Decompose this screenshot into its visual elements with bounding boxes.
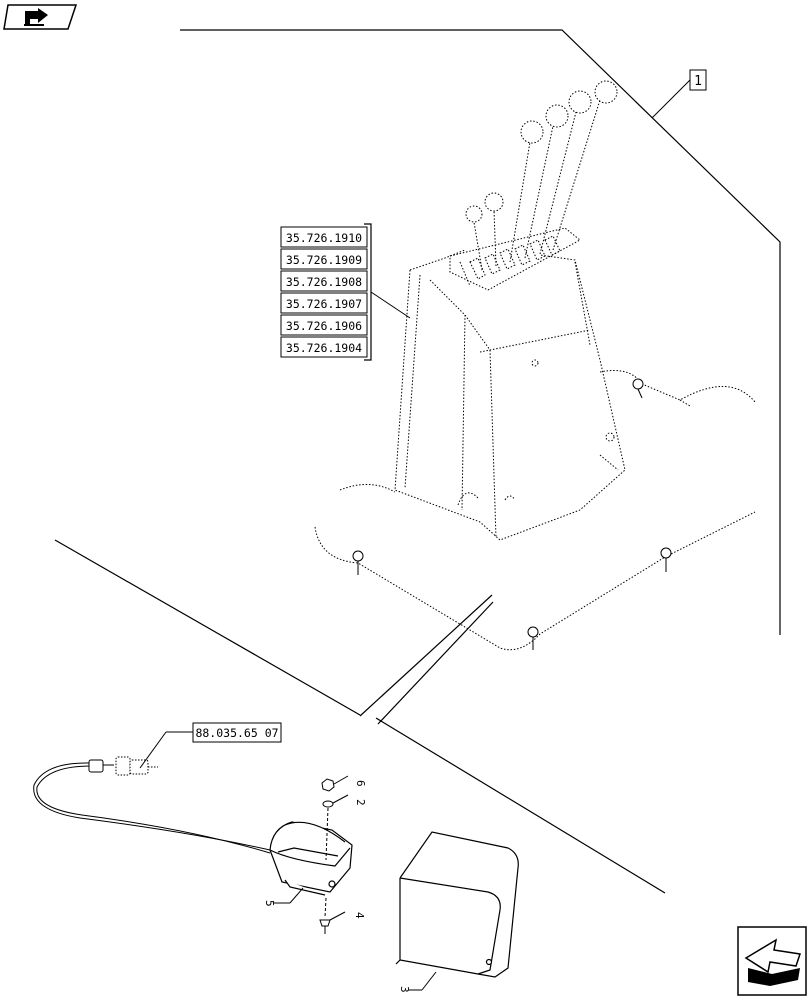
group-ref-box[interactable] xyxy=(280,292,368,314)
group-ref-stack: 35.726.1910 35.726.1909 35.726.1908 35.7… xyxy=(280,223,411,361)
callout-pedal-switch-label: 5 xyxy=(263,900,276,907)
pedal-guard xyxy=(395,831,519,978)
group-ref-box[interactable] xyxy=(280,336,368,358)
nut-and-washer xyxy=(321,778,335,861)
fastener xyxy=(352,550,364,575)
group-ref-box[interactable] xyxy=(280,270,368,292)
callout-guard: 3 xyxy=(398,971,437,993)
fastener xyxy=(527,626,539,650)
group-ref-label: 35.726.1908 xyxy=(286,275,362,289)
group-ref-label: 35.726.1904 xyxy=(286,341,362,355)
fastener xyxy=(660,547,672,572)
callout-nut-label: 6 xyxy=(354,780,367,787)
group-ref-box[interactable] xyxy=(280,248,368,270)
group-ref-label: 35.726.1907 xyxy=(286,297,362,311)
group-ref-label: 35.726.1909 xyxy=(286,253,362,267)
control-console xyxy=(394,80,626,541)
ref-box-1-label: 1 xyxy=(694,74,702,89)
cable-ref-label: 88.035.65 07 xyxy=(195,726,278,740)
group-ref-label: 35.726.1906 xyxy=(286,319,362,333)
screw xyxy=(319,897,331,934)
callout-screw-label: 4 xyxy=(353,912,366,919)
callout-pedal-switch: 5 xyxy=(263,887,304,907)
callout-nut: 6 xyxy=(333,775,367,787)
callout-screw: 4 xyxy=(329,911,366,921)
next-page-arrow-icon[interactable] xyxy=(737,926,807,996)
group-ref-box[interactable] xyxy=(280,226,368,248)
pedal-cable xyxy=(33,762,271,854)
callout-washer-label: 2 xyxy=(354,799,367,806)
group-ref-box[interactable] xyxy=(280,314,368,336)
upper-frame-lines xyxy=(54,29,781,894)
ref-box-1[interactable]: 1 xyxy=(651,69,707,119)
fastener-group xyxy=(352,378,672,650)
callout-washer: 2 xyxy=(332,794,367,806)
fastener xyxy=(632,378,644,399)
floor-mat xyxy=(314,370,756,651)
group-ref-label: 35.726.1910 xyxy=(286,231,362,245)
callout-guard-label: 3 xyxy=(398,986,411,993)
cable-connector xyxy=(88,756,158,776)
pedal-switch xyxy=(269,821,353,896)
cable-ref-box[interactable]: 88.035.65 07 xyxy=(139,722,282,769)
book-arrow-icon[interactable] xyxy=(3,4,78,30)
group-leader xyxy=(370,291,411,319)
